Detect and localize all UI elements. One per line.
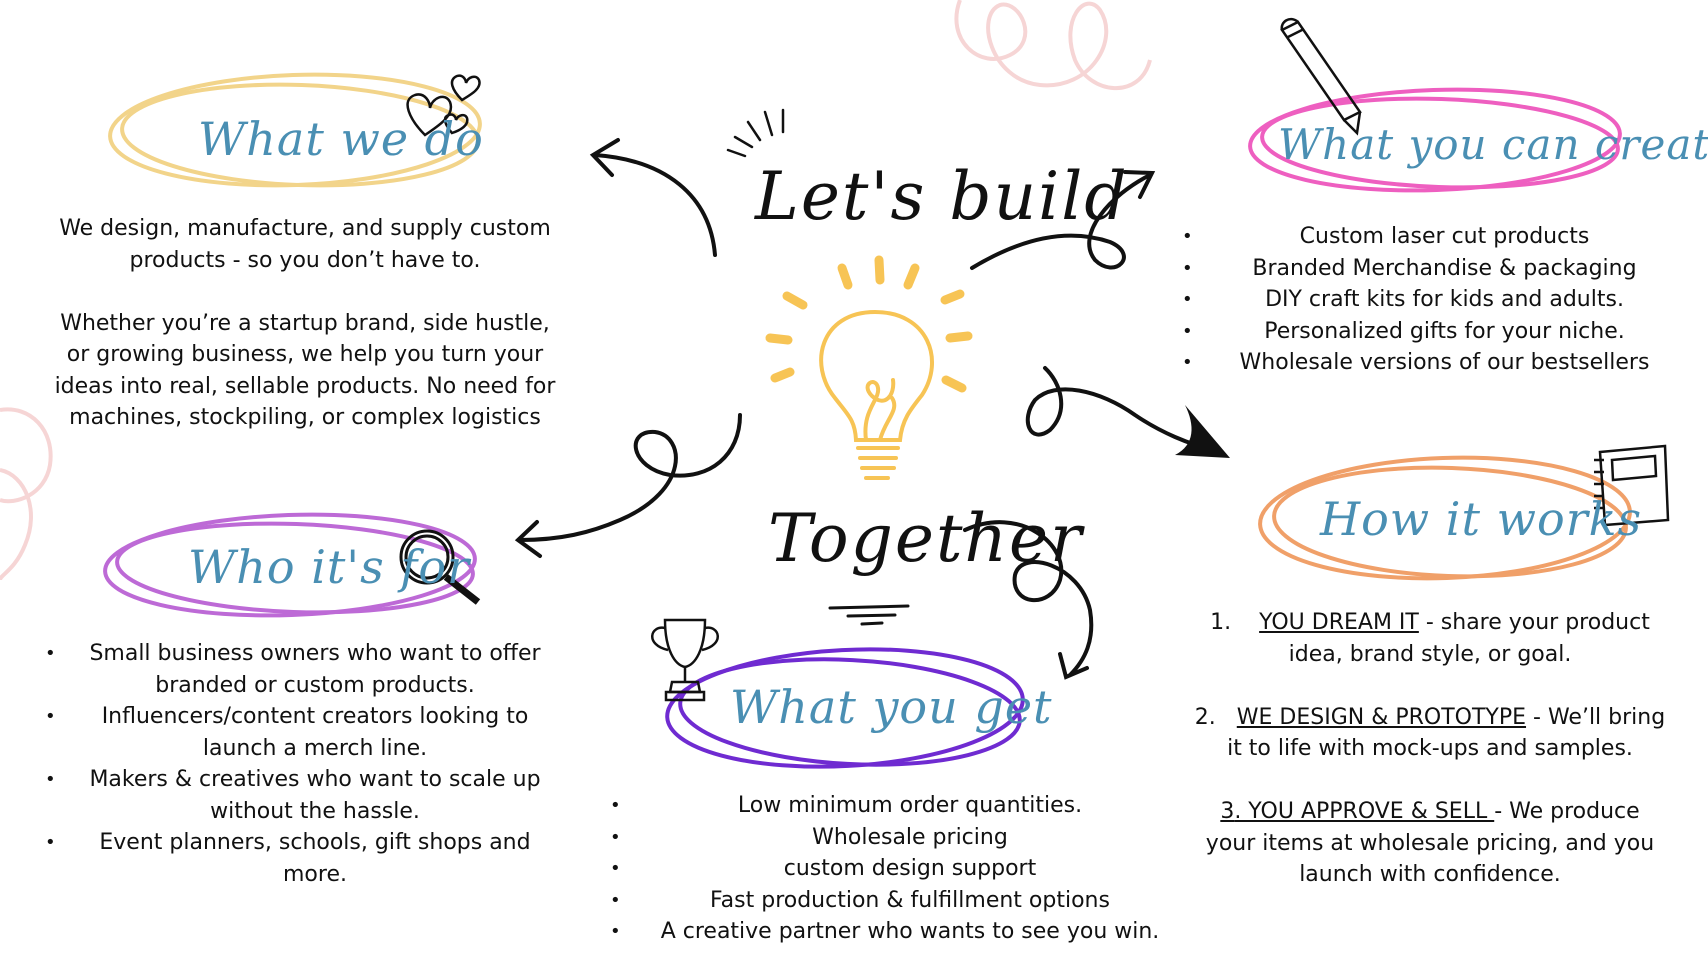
- step-3-number: 3: [1220, 799, 1235, 824]
- how-it-works-steps: 1. YOU DREAM IT - share your product ide…: [1170, 607, 1690, 891]
- what-we-do-line: ideas into real, sellable products. No n…: [54, 373, 556, 399]
- step-3-text-cont: your items at wholesale pricing, and you: [1205, 830, 1655, 856]
- title-lets-build: Let's build: [755, 158, 1129, 235]
- step-3: 3. YOU APPROVE & SELL - We produce: [1170, 796, 1690, 828]
- step-1-number: 1.: [1210, 610, 1232, 635]
- what-we-do-line: Whether you’re a startup brand, side hus…: [60, 310, 550, 336]
- heading-how-it-works: How it works: [1320, 492, 1643, 546]
- what-we-do-line: products - so you don’t have to.: [129, 247, 481, 273]
- title-together: Together: [768, 500, 1084, 577]
- heading-what-we-do: What we do: [198, 112, 484, 166]
- arrowhead-how-it-works: [1175, 405, 1230, 458]
- step-2-title: WE DESIGN & PROTOTYPE: [1236, 704, 1527, 730]
- arrows: [514, 138, 1217, 680]
- heading-what-you-get: What you get: [730, 680, 1053, 734]
- what-you-get-list: Low minimum order quantities. Wholesale …: [610, 790, 1170, 948]
- what-we-do-text: We design, manufacture, and supply custo…: [20, 213, 590, 434]
- step-2-text: - We’ll bring: [1526, 704, 1666, 730]
- list-item: Influencers/content creators looking to …: [45, 701, 545, 764]
- pink-swirl-left: [0, 407, 53, 581]
- trophy-icon: [651, 618, 719, 702]
- list-item: A creative partner who wants to see you …: [610, 916, 1170, 948]
- together-underline: [828, 604, 910, 626]
- what-you-get-oval: [665, 647, 1025, 769]
- step-1: 1. YOU DREAM IT - share your product: [1170, 607, 1690, 639]
- list-item: Event planners, schools, gift shops and …: [45, 827, 545, 890]
- what-we-do-line: machines, stockpiling, or complex logist…: [69, 405, 541, 430]
- heading-who-its-for: Who it's for: [188, 540, 471, 594]
- list-item: Small business owners who want to offer …: [45, 638, 545, 701]
- heading-what-you-can-create: What you can create: [1278, 120, 1708, 169]
- list-item: Makers & creatives who want to scale up …: [45, 764, 545, 827]
- pencil-icon: [1280, 17, 1362, 136]
- list-item: custom design support: [610, 853, 1170, 885]
- list-item: Wholesale pricing: [610, 822, 1170, 854]
- step-1-text-cont: idea, brand style, or goal.: [1288, 641, 1572, 667]
- lightbulb-rays: [765, 255, 973, 393]
- list-item: Custom laser cut products: [1182, 221, 1667, 253]
- step-3-title: . YOU APPROVE & SELL: [1234, 799, 1495, 824]
- pink-swirl-top: [954, 0, 1152, 91]
- magnifier-icon: [399, 529, 481, 605]
- list-item: Fast production & fulfillment options: [610, 885, 1170, 917]
- step-2-number: 2.: [1194, 704, 1216, 730]
- step-3-text: - We produce: [1494, 799, 1640, 824]
- list-item: DIY craft kits for kids and adults.: [1182, 284, 1667, 316]
- what-we-do-line: or growing business, we help you turn yo…: [66, 342, 544, 367]
- who-its-for-list: Small business owners who want to offer …: [45, 638, 545, 890]
- sparkle-lines: [726, 108, 785, 158]
- what-we-do-oval: [108, 72, 482, 188]
- list-item: Low minimum order quantities.: [610, 790, 1170, 822]
- what-we-do-line: We design, manufacture, and supply custo…: [59, 216, 551, 241]
- step-1-text: - share your product: [1418, 610, 1650, 635]
- how-it-works-oval: [1258, 455, 1632, 581]
- step-2: 2. WE DESIGN & PROTOTYPE - We’ll bring: [1170, 702, 1690, 734]
- notebook-icon: [1594, 444, 1670, 527]
- step-1-title: YOU DREAM IT: [1259, 610, 1419, 635]
- lightbulb-icon: [819, 309, 934, 480]
- step-2-text-cont: it to life with mock-ups and samples.: [1227, 736, 1633, 761]
- list-item: Personalized gifts for your niche.: [1182, 316, 1667, 348]
- hearts-icon: [406, 74, 481, 137]
- list-item: Wholesale versions of our bestsellers: [1182, 347, 1667, 379]
- list-item: Branded Merchandise & packaging: [1182, 253, 1667, 285]
- what-you-can-create-list: Custom laser cut products Branded Mercha…: [1182, 221, 1667, 379]
- step-3-text-cont: launch with confidence.: [1299, 862, 1561, 887]
- what-you-can-create-oval: [1248, 87, 1622, 193]
- who-its-for-oval: [103, 512, 477, 618]
